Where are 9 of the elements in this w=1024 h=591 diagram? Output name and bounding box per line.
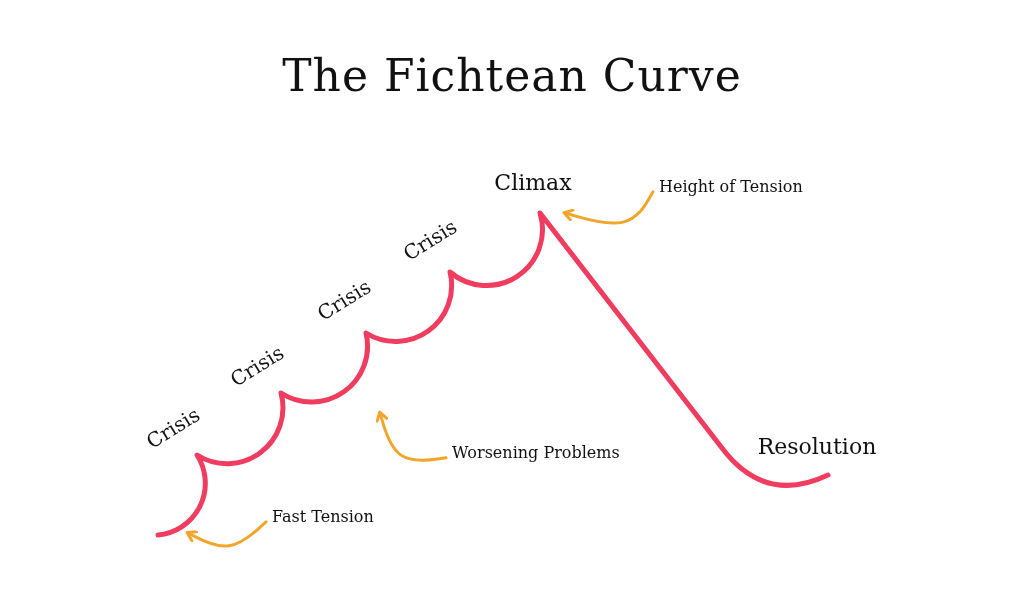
annotation-text: Height of Tension [659,178,803,196]
annotation-text: Worsening Problems [452,444,620,462]
annotation-text: Fast Tension [272,508,374,526]
annotation-arrow [375,410,448,462]
curve-label: Resolution [757,434,877,460]
curve-label: Climax [494,170,572,196]
diagram-title: The Fichtean Curve [282,52,742,101]
annotation-arrow [185,520,268,548]
annotation-arrow [562,190,655,225]
